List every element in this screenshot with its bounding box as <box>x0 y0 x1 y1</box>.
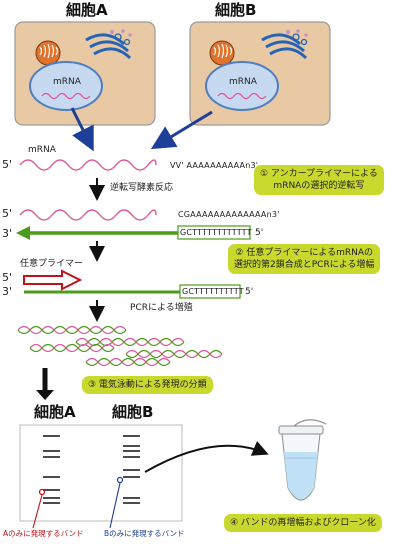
gel-panel <box>19 424 183 522</box>
step3-box: ③ 電気泳動による発現の分類 <box>82 376 213 394</box>
band-b-marker <box>109 476 124 529</box>
cell-b-title: 細胞B <box>215 1 257 19</box>
primer-box-2 <box>179 284 241 299</box>
reverse-transcription-label: 逆転写酵素反応 <box>110 183 174 193</box>
mrna-label: mRNA <box>28 145 56 155</box>
step2-box: ② 任意プライマーによるmRNAの 選択的第2鎖合成とPCRによる増幅 <box>228 244 381 274</box>
arbitrary-primer-arrow <box>23 269 83 291</box>
step2-primer-sequence: GCTTTTTTTTTTTT <box>180 228 252 237</box>
step1-box: ① アンカープライマーによる mRNAの選択的逆転写 <box>254 165 384 195</box>
step3-3prime: 3' <box>2 285 13 298</box>
nucleus-a-mrna-label: mRNA <box>53 77 81 87</box>
gel-cell-b-title: 細胞B <box>112 403 154 421</box>
step2-5prime-end: 5' <box>255 228 264 238</box>
anchor-primer-box <box>177 225 251 240</box>
band-a-marker <box>32 488 46 529</box>
arbitrary-primer-label: 任意プライマー <box>20 259 84 269</box>
polya-tail: VV' AAAAAAAAAAn3' <box>170 161 259 170</box>
cell-b <box>189 21 331 126</box>
gel-cell-a-title: 細胞A <box>34 403 76 421</box>
step2-5prime: 5' <box>2 207 13 220</box>
curved-arrow <box>144 440 269 473</box>
arrow-cell-b <box>150 110 213 150</box>
step3-primer-sequence: GCTTTTTTTTTT <box>182 287 244 296</box>
step4-box: ④ バンドの再増幅およびクローン化 <box>224 514 382 532</box>
arrow-cell-a <box>70 107 94 152</box>
gel-lane-b <box>123 435 140 504</box>
step3-5prime-end: 5' <box>245 287 254 297</box>
mrna-wave-2 <box>19 209 157 221</box>
tube-icon <box>278 419 327 501</box>
gel-lane-a <box>43 435 60 504</box>
nucleus-b-mrna-label: mRNA <box>229 77 257 87</box>
band-a-label: Aのみに発現するバンド <box>3 529 84 538</box>
step3-5prime: 5' <box>2 271 13 284</box>
pcr-label: PCRによる増殖 <box>130 303 193 313</box>
step1-5prime: 5' <box>2 158 13 171</box>
cell-a <box>14 21 156 126</box>
step2-top-sequence: CGAAAAAAAAAAAAAn3' <box>178 210 280 219</box>
step2-3prime: 3' <box>2 227 13 240</box>
cell-a-title: 細胞A <box>66 1 108 19</box>
mrna-wave <box>19 159 157 171</box>
pcr-products <box>17 325 223 367</box>
band-b-label: Bのみに発現するバンド <box>104 529 185 538</box>
